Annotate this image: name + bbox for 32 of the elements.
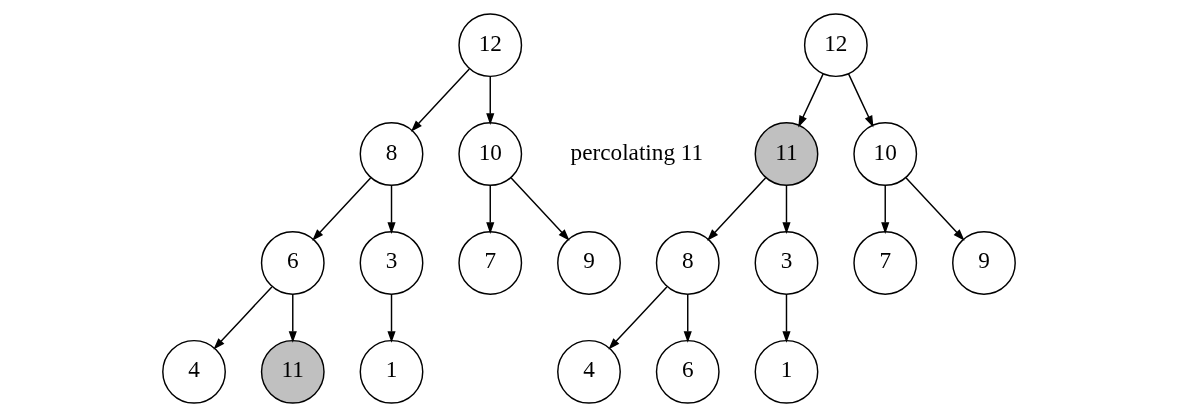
arrow xyxy=(486,75,495,125)
node-circle: 1 xyxy=(359,339,424,404)
arrow xyxy=(707,177,767,241)
arrow xyxy=(312,177,372,241)
arrow xyxy=(510,177,570,241)
arrow xyxy=(782,184,791,234)
node-circle: 11 xyxy=(754,122,819,186)
arrow xyxy=(387,293,396,343)
arrow xyxy=(782,293,791,343)
arrow xyxy=(608,286,668,350)
node-circle: 11 xyxy=(260,339,325,404)
arrow xyxy=(213,286,273,350)
arrow xyxy=(387,184,396,234)
node-circle: 3 xyxy=(754,231,819,295)
node-circle: 10 xyxy=(853,122,918,186)
node-circle: 3 xyxy=(359,231,424,295)
arrow xyxy=(905,177,965,241)
arrow xyxy=(410,68,471,132)
node-circle: 10 xyxy=(458,122,523,186)
arrow xyxy=(881,184,890,234)
node-circle: 12 xyxy=(458,13,523,78)
node-circle: 7 xyxy=(458,231,523,295)
node-circle: 7 xyxy=(853,231,918,295)
arrow xyxy=(288,293,297,343)
node-circle: 6 xyxy=(655,339,720,404)
arrow xyxy=(798,73,824,128)
label: percolating 11 xyxy=(570,138,704,165)
node-circle: 12 xyxy=(803,13,868,78)
arrow xyxy=(486,184,495,234)
arrow xyxy=(683,293,692,343)
node-circle: 1 xyxy=(754,339,819,404)
arrow xyxy=(847,73,874,128)
